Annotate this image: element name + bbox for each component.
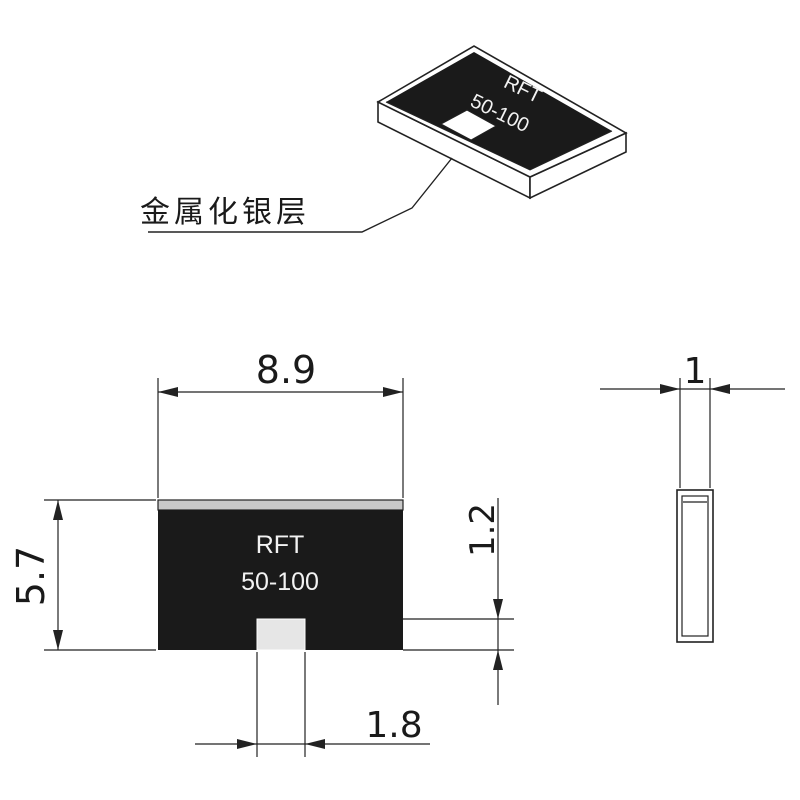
front-view-metal-strip xyxy=(157,499,404,511)
chip-3d-top-body xyxy=(386,52,612,170)
chip-3d-view: RFT 50-100 xyxy=(376,45,628,200)
dim-thickness xyxy=(600,378,785,488)
dim-width xyxy=(157,378,404,498)
front-view-marking-line2: 50-100 xyxy=(241,568,319,596)
dim-band-label: 1.2 xyxy=(463,503,503,557)
dim-thickness-label: 1 xyxy=(684,351,707,392)
front-view-pad xyxy=(256,618,306,651)
chip-3d-pad xyxy=(439,109,498,141)
dim-pad xyxy=(195,652,430,757)
side-view xyxy=(676,489,714,643)
dim-band xyxy=(403,498,514,705)
dim-height-label: 5.7 xyxy=(9,546,53,606)
front-view-marking-line1: RFT xyxy=(256,531,305,559)
callout: 金属化银层 xyxy=(140,157,453,233)
callout-label: 金属化银层 xyxy=(140,195,310,230)
side-view-inner xyxy=(681,495,709,637)
front-view: RFT 50-100 xyxy=(157,499,404,651)
dim-height xyxy=(44,499,156,651)
dim-pad-label: 1.8 xyxy=(365,705,422,746)
dim-width-label: 8.9 xyxy=(256,348,316,392)
callout-leader-line xyxy=(148,157,453,233)
